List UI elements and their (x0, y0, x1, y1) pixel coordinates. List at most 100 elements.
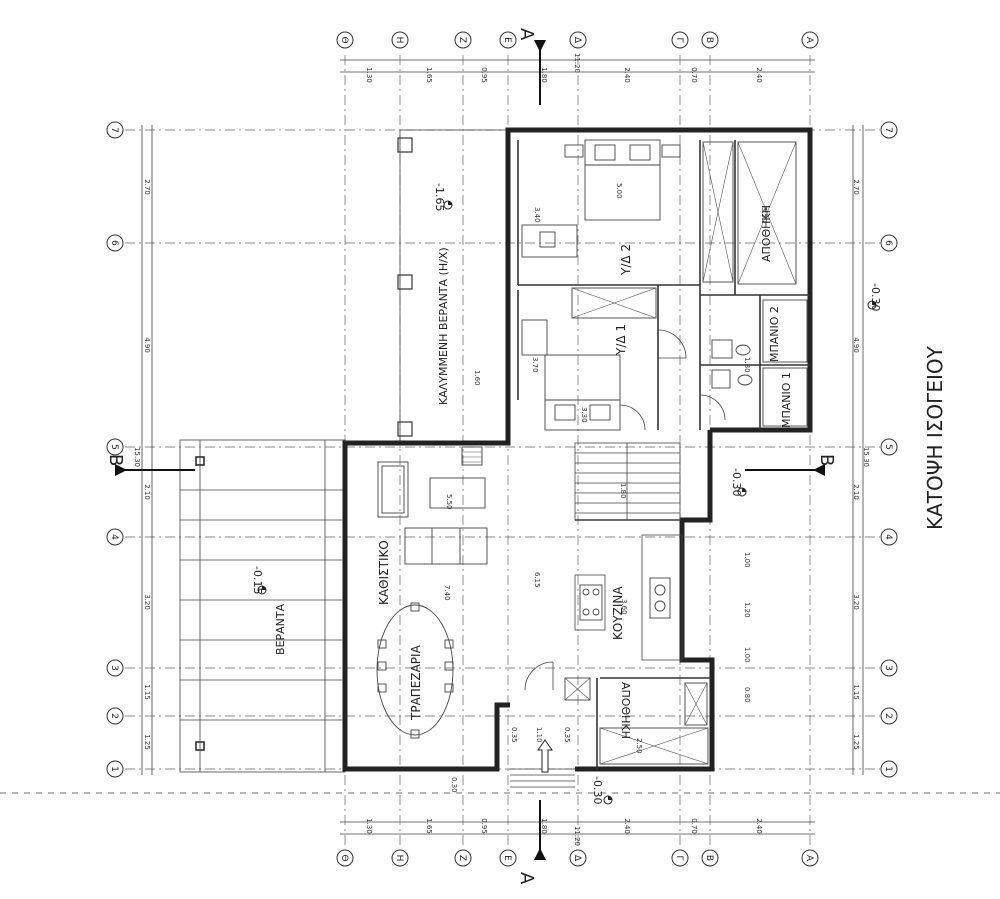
grid-letter: Θ (339, 36, 349, 43)
bed-icon (564, 139, 681, 221)
dim-label: 1.15 (143, 684, 151, 700)
dims-top: 11.20 1.30 1.65 0.95 1.80 2.40 0.70 2.40 (365, 53, 763, 83)
storage-shelves (599, 682, 709, 765)
dim-label: 15.30 (862, 447, 870, 467)
interior-walls (517, 140, 810, 769)
dim-label: 15.30 (133, 447, 141, 467)
dim-label: 1.80 (743, 357, 751, 373)
dim-label: 1.00 (743, 552, 751, 568)
dining-table-icon (376, 602, 454, 739)
grid-letter: Β (704, 37, 714, 43)
dim-label: 0.95 (480, 67, 488, 83)
sofa-icon (404, 527, 488, 565)
dim-label: 1.10 (535, 727, 543, 743)
grid-letter: Ε (502, 37, 512, 43)
dim-label: 0.70 (690, 818, 698, 834)
dim-label: 1.65 (425, 818, 433, 834)
dim-label: 2.10 (852, 484, 860, 500)
level-label: -1.65 (433, 183, 446, 211)
grid-bubbles-right (880, 121, 898, 778)
grid-letter: Α (804, 37, 814, 44)
grid-number: 4 (109, 534, 119, 540)
grid-letter: Ζ (457, 37, 467, 43)
grid-letter: Α (804, 855, 814, 862)
entrance-steps (510, 768, 575, 788)
section-marker-a-bottom: A (516, 800, 546, 885)
section-label: A (516, 872, 537, 885)
dim-label: 0.30 (450, 777, 458, 793)
section-label: B (816, 454, 837, 466)
shower-icon (762, 299, 808, 427)
level-label: -0.30 (730, 468, 743, 496)
dim-label: 5.50 (445, 494, 453, 510)
grid-number: 6 (109, 240, 119, 246)
grid-lines (0, 55, 1000, 845)
grid-bubbles-top (336, 31, 819, 49)
dim-label: 11.20 (573, 53, 581, 73)
grid-letter: Γ (674, 37, 684, 42)
section-marker-b-right: B (745, 454, 837, 476)
dim-label: 2.40 (623, 818, 631, 834)
room-label-storage-bottom: ΑΠΟΘΗΚΗ (619, 682, 632, 739)
dim-label: 1.60 (473, 370, 481, 386)
veranda-pergola (179, 439, 346, 773)
grid-number: 3 (883, 665, 893, 671)
dims-bottom: 11.20 1.30 1.65 0.95 1.80 2.40 0.70 2.40 (365, 818, 763, 846)
stairs (574, 442, 681, 521)
dim-label: 2.10 (143, 484, 151, 500)
dim-label: 1.00 (743, 647, 751, 663)
grid-number: 4 (883, 534, 893, 540)
room-label-kitchen: ΚΟΥΖΙΝΑ (611, 586, 625, 640)
grid-number: 1 (883, 766, 893, 772)
cooktop-icon (579, 584, 603, 621)
grid-letter: Β (704, 855, 714, 861)
grid-numbers-right: 7 6 5 4 3 2 1 (883, 127, 893, 772)
kitchen-unit (564, 677, 591, 701)
dim-label: 1.80 (619, 483, 627, 499)
grid-numbers-left: 7 6 5 4 3 2 1 (109, 127, 119, 772)
dim-label: 1.25 (852, 734, 860, 750)
dim-label: 3.70 (531, 357, 539, 373)
dim-label: 0.95 (480, 818, 488, 834)
grid-number: 5 (883, 444, 893, 450)
desk-icon (521, 319, 548, 356)
section-label: B (105, 454, 126, 466)
room-label-veranda: ΒΕΡΑΝΤΑ (274, 603, 287, 655)
dims-left: 15.30 2.70 4.90 2.10 3.20 1.15 1.25 (133, 179, 151, 750)
dim-label: 1.80 (540, 67, 548, 83)
grid-number: 7 (109, 127, 119, 133)
room-labels: ΚΑΛΥΜΜΕΝΗ ΒΕΡΑΝΤΑ (Η/Χ) ΒΕΡΑΝΤΑ Υ/Δ 2 Υ/… (274, 205, 793, 739)
section-marker-b-left: B (105, 454, 195, 476)
grid-letter: Ε (502, 855, 512, 861)
dim-label: 3.40 (533, 207, 541, 223)
grid-letters-top: Θ Η Ζ Ε Δ Γ Β Α (339, 36, 814, 43)
dim-label: 1.20 (743, 602, 751, 618)
dim-label: 1.25 (143, 734, 151, 750)
grid-number: 6 (883, 240, 893, 246)
level-label: -0.30 (869, 283, 882, 311)
level-label: -0.30 (591, 776, 604, 804)
section-label: A (516, 28, 537, 41)
fireplace-icon (461, 446, 483, 466)
dim-label: 0.80 (743, 687, 751, 703)
dim-label: 1.15 (852, 684, 860, 700)
wardrobe-icon (571, 287, 657, 319)
room-label-covered-veranda: ΚΑΛΥΜΜΕΝΗ ΒΕΡΑΝΤΑ (Η/Χ) (437, 247, 450, 405)
dim-label: 1.65 (425, 67, 433, 83)
wardrobe-icon (702, 141, 797, 285)
dimension-lines (141, 59, 864, 835)
grid-letter: Γ (674, 855, 684, 860)
bed-icon (544, 354, 621, 431)
dim-label: 2.70 (143, 179, 151, 195)
room-label-living: ΚΑΘΙΣΤΙΚΟ (377, 540, 391, 605)
room-label-bath2: ΜΠΑΝΙΟ 2 (768, 306, 781, 362)
dim-label: 2.40 (623, 67, 631, 83)
dim-label: 4.90 (143, 337, 151, 353)
desk-icon (521, 224, 578, 258)
grid-number: 1 (109, 766, 119, 772)
dim-label: 3.60 (620, 599, 628, 615)
dim-label: 0.70 (690, 67, 698, 83)
dims-right: 15.30 2.70 4.90 2.10 3.20 1.15 1.25 (852, 179, 870, 750)
toilet-icon (711, 339, 753, 389)
